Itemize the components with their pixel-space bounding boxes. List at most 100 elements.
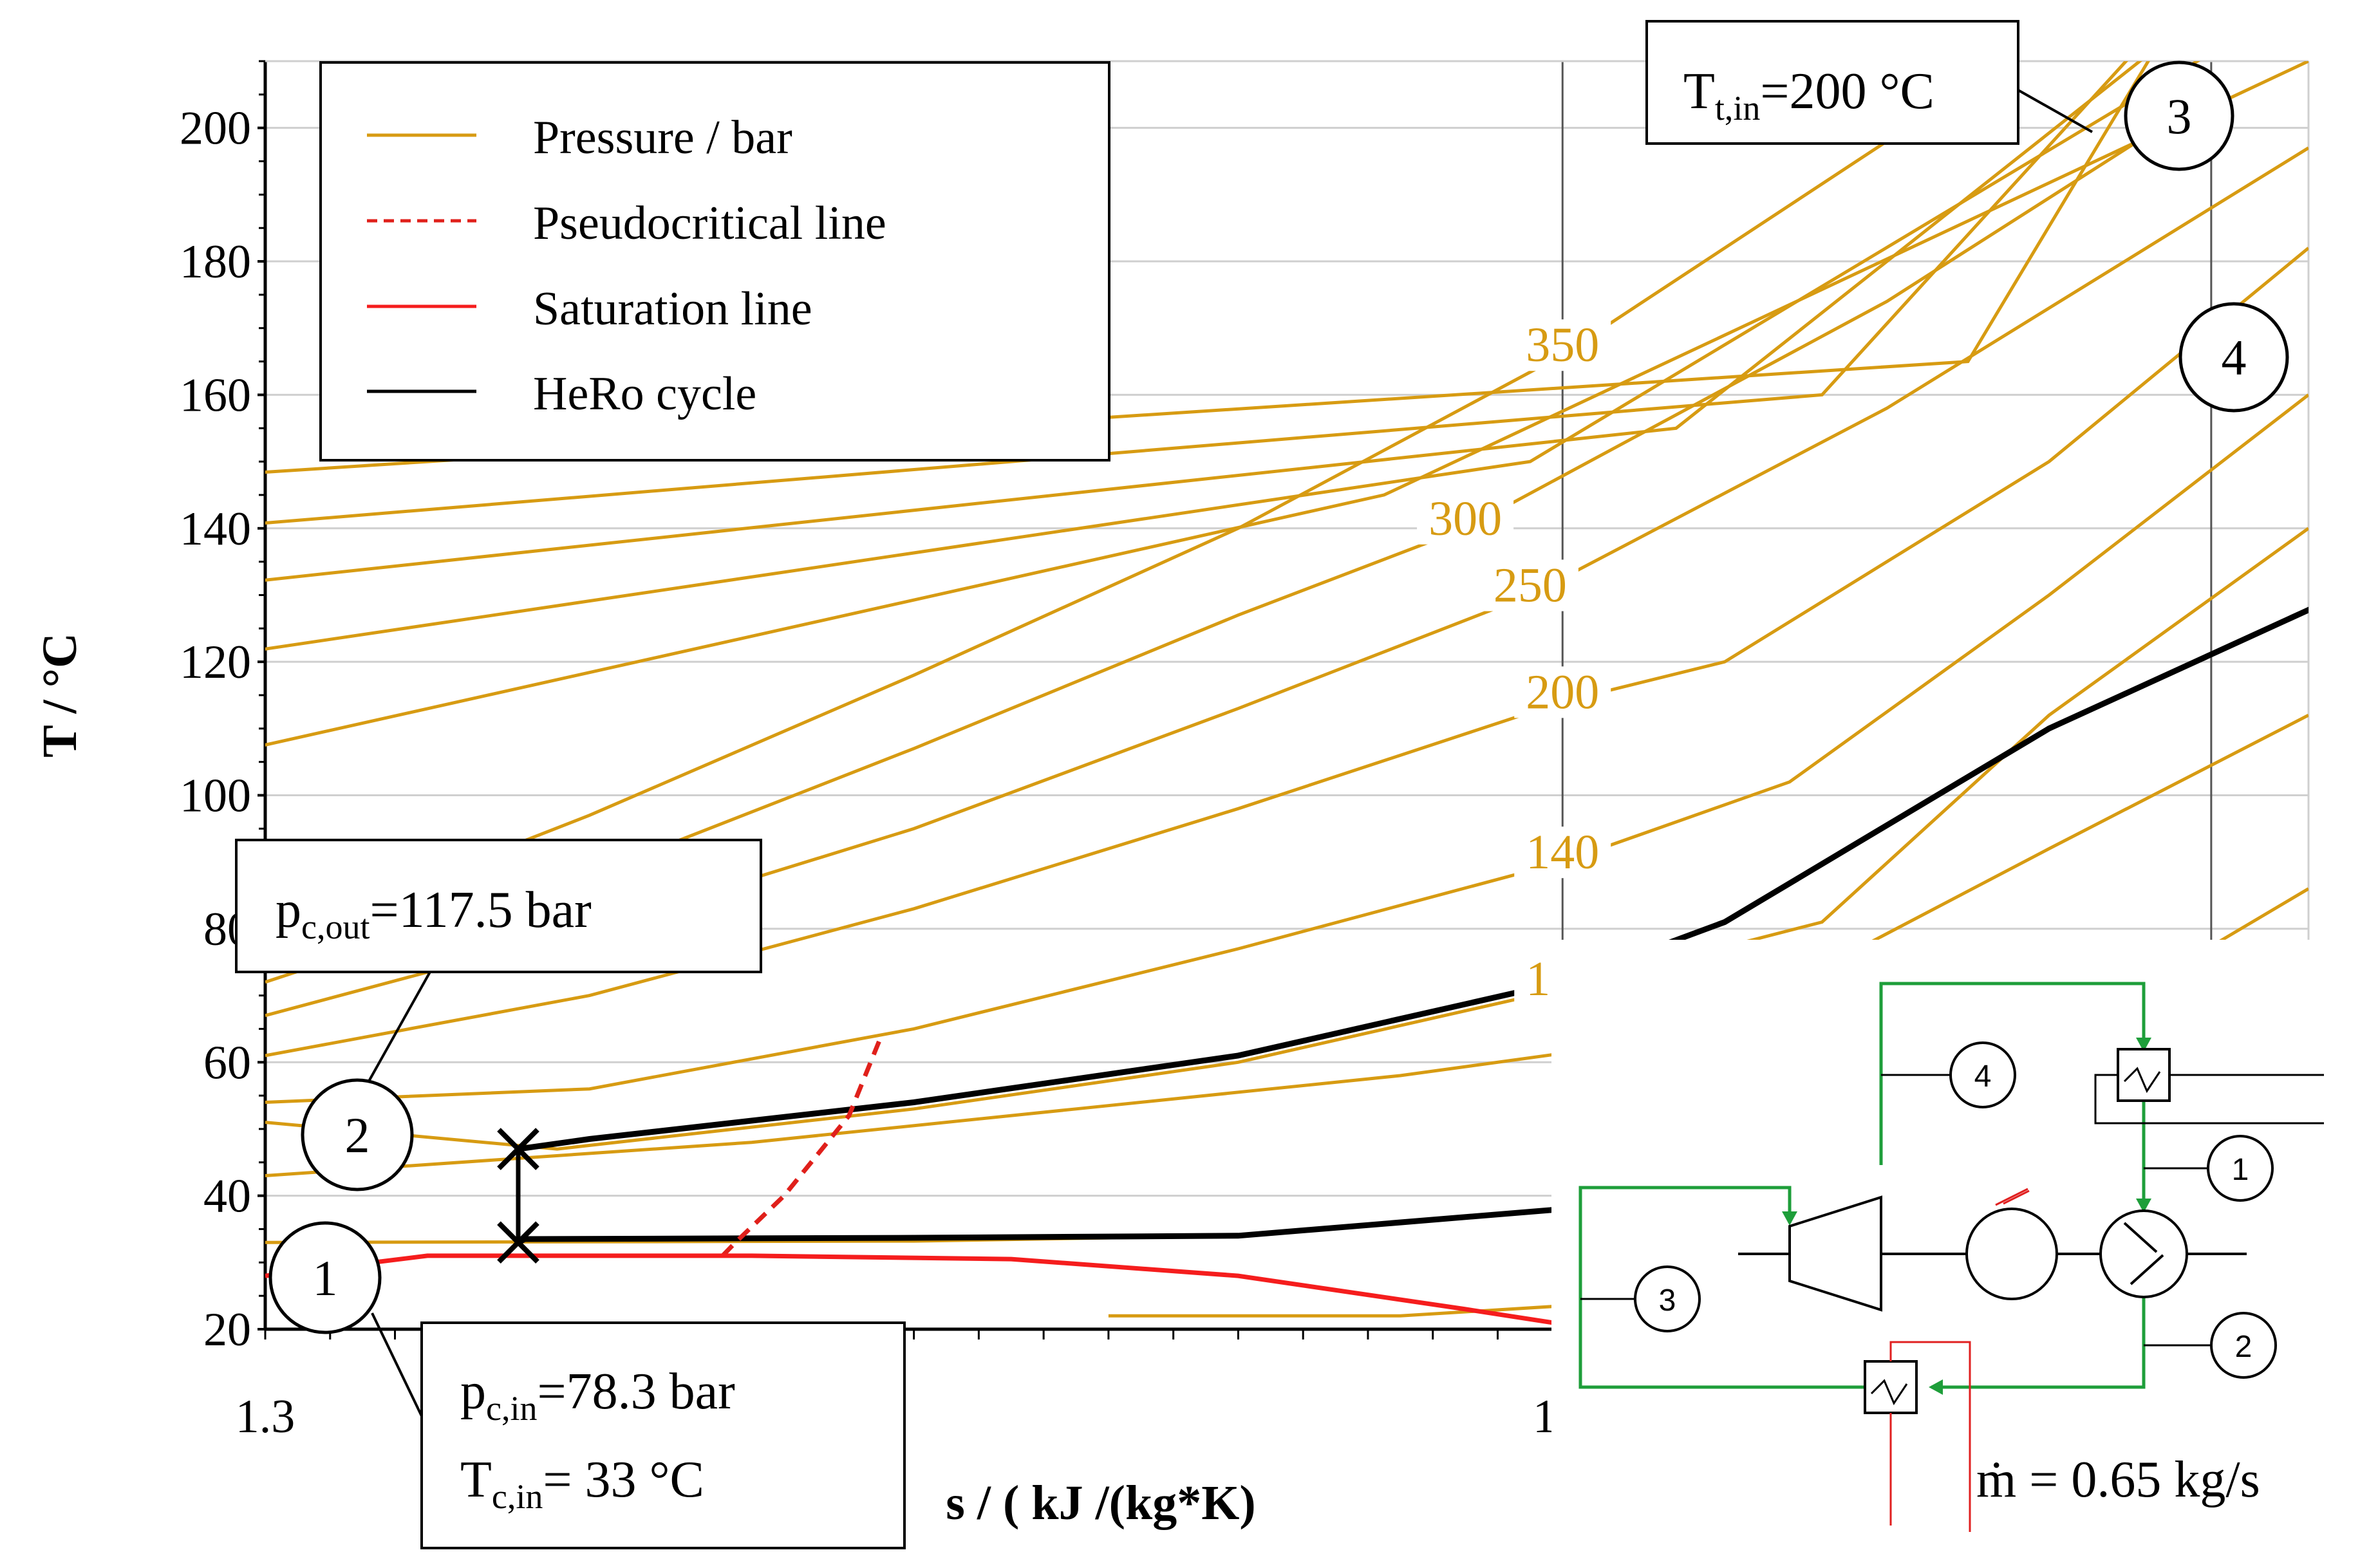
- legend-label-saturation: Saturation line: [533, 283, 812, 335]
- isobar-label-bg-140: [1514, 826, 1611, 879]
- schematic-generator: [1965, 1208, 2058, 1300]
- schematic-heater: [2117, 1048, 2171, 1102]
- ann-p-out-base: p: [276, 882, 301, 938]
- svg-text:1: 1: [313, 1250, 338, 1306]
- isobar-extra-1: [265, 61, 2308, 747]
- isobar-label-200: 200: [1526, 665, 1599, 719]
- annotation-turbine-inlet: Tt,in=200 °C: [1645, 20, 2093, 145]
- svg-text:2: 2: [2235, 1330, 2252, 1364]
- svg-text:2: 2: [345, 1107, 370, 1163]
- ann-p-in-base: p: [460, 1363, 486, 1420]
- schematic-arrow-left: [1782, 1211, 1797, 1226]
- legend-label-pseudocritical: Pseudocritical line: [533, 197, 886, 250]
- schematic-cooler: [1864, 1360, 1918, 1414]
- schematic-arrow-bottom: [1929, 1379, 1943, 1395]
- annotation-box-compressor-inlet: [420, 1321, 906, 1549]
- svg-text:4: 4: [1974, 1059, 1992, 1094]
- schematic-turbine: [1788, 1195, 1882, 1312]
- y-tick-label-60: 60: [203, 1036, 251, 1089]
- isobar-label-bg-200: [1514, 666, 1611, 718]
- state-node-1: 1: [268, 1221, 382, 1334]
- legend-label-hero: HeRo cycle: [533, 368, 756, 420]
- isobar-200: [265, 247, 2308, 1058]
- y-tick-label-200: 200: [180, 102, 251, 155]
- isobar-extra-2: [265, 61, 2201, 651]
- state-node-3: 3: [2124, 61, 2234, 171]
- annotation-compressor-outlet: pc,out=117.5 bar: [235, 839, 762, 1085]
- schematic-compressor: [2099, 1209, 2188, 1298]
- ann-t-in-sub: c,in: [492, 1477, 543, 1516]
- isobar-label-bg-300: [1417, 492, 1514, 545]
- y-tick-label-140: 140: [180, 503, 251, 555]
- schematic-cooler-coil: [1870, 1379, 1908, 1406]
- isobar-label-300: 300: [1428, 492, 1502, 546]
- schematic-arrow-top: [2136, 1038, 2151, 1052]
- state-node-2: 2: [301, 1078, 414, 1191]
- svg-text:Tc,in= 33 °C: Tc,in= 33 °C: [460, 1451, 704, 1516]
- ann-t-turb-rest: =200 °C: [1760, 63, 1934, 120]
- legend-label-pressure: Pressure / bar: [533, 111, 792, 164]
- schematic-node-4: 4: [1949, 1041, 2016, 1108]
- state-point-markers: [497, 1128, 539, 1264]
- y-tick-label-160: 160: [180, 369, 251, 422]
- svg-text:3: 3: [2167, 88, 2192, 144]
- isobar-label-bg-350: [1514, 319, 1611, 371]
- state-marker-1: [497, 1221, 539, 1264]
- schematic-flow-bottom: [1931, 1294, 2146, 1389]
- annotation-box-turbine-inlet: [1645, 20, 2019, 145]
- schematic-heater-line-out: [2094, 1074, 2324, 1125]
- schematic-node-1: 1: [2207, 1135, 2274, 1202]
- schematic-cooling-water: [1889, 1341, 1971, 1532]
- schematic-node-2: 2: [2210, 1312, 2277, 1379]
- ann-t-turb-base: T: [1683, 63, 1715, 120]
- ann-p-in-sub: c,in: [486, 1389, 537, 1428]
- ann-t-in-rest: = 33 °C: [543, 1451, 704, 1508]
- svg-text:4: 4: [2222, 330, 2247, 386]
- isobar-label-140: 140: [1526, 825, 1599, 879]
- mass-flow-label: ṁ = 0.65 kg/s: [1976, 1451, 2260, 1508]
- svg-text:1: 1: [2232, 1153, 2249, 1187]
- series-pseudocritical-line-2: [720, 1034, 884, 1258]
- schematic-heater-coil: [2123, 1067, 2161, 1094]
- state-marker-2: [497, 1128, 539, 1170]
- state-node-4: 4: [2178, 302, 2289, 413]
- schematic-compressor-blades: [2123, 1222, 2164, 1285]
- svg-text:Tt,in=200 °C: Tt,in=200 °C: [1683, 63, 1934, 127]
- y-tick-label-100: 100: [180, 770, 251, 823]
- ann-p-out-rest: =117.5 bar: [370, 882, 591, 938]
- y-tick-label-180: 180: [180, 236, 251, 288]
- ann-t-in-base: T: [460, 1451, 492, 1508]
- svg-text:pc,in=78.3 bar: pc,in=78.3 bar: [460, 1363, 735, 1428]
- x-tick-label-1.3: 1.3: [236, 1390, 295, 1443]
- annotation-compressor-inlet: pc,in=78.3 bar Tc,in= 33 °C: [371, 1312, 906, 1549]
- schematic-background: [1551, 940, 2324, 1558]
- ann-t-turb-sub: t,in: [1715, 89, 1761, 127]
- svg-text:3: 3: [1659, 1283, 1676, 1318]
- leader-compressor-outlet: [366, 971, 431, 1085]
- annotation-box-compressor-outlet: [235, 839, 762, 973]
- isobar-extra-4: [265, 61, 2128, 525]
- cycle-schematic: 4 1 3 2 ṁ = 0.65 kg/s: [1551, 940, 2324, 1558]
- y-tick-label-20: 20: [203, 1303, 251, 1356]
- leader-turbine-inlet: [2018, 89, 2093, 133]
- ann-p-out-sub: c,out: [301, 908, 370, 946]
- ann-p-in-rest: =78.3 bar: [537, 1363, 735, 1420]
- isobar-100: [265, 713, 2308, 1177]
- isobar-label-350: 350: [1526, 318, 1599, 372]
- svg-text:pc,out=117.5 bar: pc,out=117.5 bar: [276, 882, 592, 946]
- y-axis-title: T / °C: [33, 633, 87, 758]
- isobar-extra-5: [265, 61, 2150, 474]
- isobar-140: [265, 393, 2308, 1104]
- y-tick-label-120: 120: [180, 636, 251, 689]
- x-axis-title: s / ( kJ /(kg*K): [946, 1476, 1255, 1530]
- schematic-flow-left: [1578, 1186, 1864, 1389]
- series-saturation-line-3: [265, 1253, 1596, 1329]
- schematic-generator-mark: [1995, 1188, 2030, 1206]
- isobar-label-bg-250: [1481, 559, 1578, 611]
- leader-compressor-inlet: [371, 1312, 423, 1417]
- legend-box: [319, 61, 1110, 462]
- legend: Pressure / bar Pseudocritical line Satur…: [319, 61, 1110, 462]
- isobar-label-250: 250: [1494, 558, 1567, 612]
- schematic-arrow-right: [2136, 1199, 2151, 1213]
